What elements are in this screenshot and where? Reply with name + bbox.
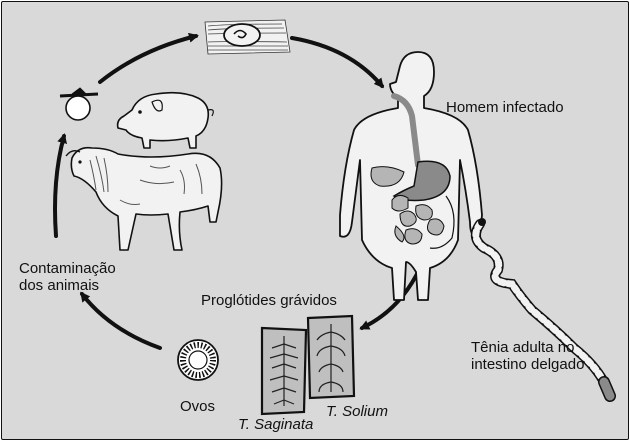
proglottid-saginata-icon	[260, 326, 308, 416]
pig-icon	[116, 91, 214, 149]
label-contamination-line2: dos animais	[19, 277, 100, 294]
human-silhouette-icon	[339, 51, 483, 301]
label-eggs: Ovos	[180, 398, 216, 415]
label-adult-line2: intestino delgado	[471, 356, 585, 373]
cow-icon	[65, 146, 223, 251]
label-proglottids: Proglótides grávidos	[201, 292, 337, 309]
arrow-contamination-up	[53, 133, 67, 238]
label-host: Homem infectado	[446, 99, 564, 116]
arrow-animal-to-muscle	[98, 32, 199, 84]
label-solium: T. Solium	[326, 403, 388, 420]
arrow-human-to-proglottids	[359, 266, 422, 330]
arrow-muscle-to-human	[290, 36, 384, 89]
label-adult-line1: Tênia adulta no	[471, 339, 575, 356]
adult-tapeworm-icon	[470, 218, 616, 402]
proglottid-solium-icon	[306, 314, 356, 400]
cysticercus-icon	[59, 87, 99, 121]
label-saginata: T. Saginata	[238, 416, 314, 433]
egg-icon	[177, 339, 219, 381]
cyst-in-muscle-icon	[204, 19, 291, 55]
label-contamination-line1: Contaminação	[19, 260, 116, 277]
arrow-eggs-to-animals	[80, 291, 162, 350]
